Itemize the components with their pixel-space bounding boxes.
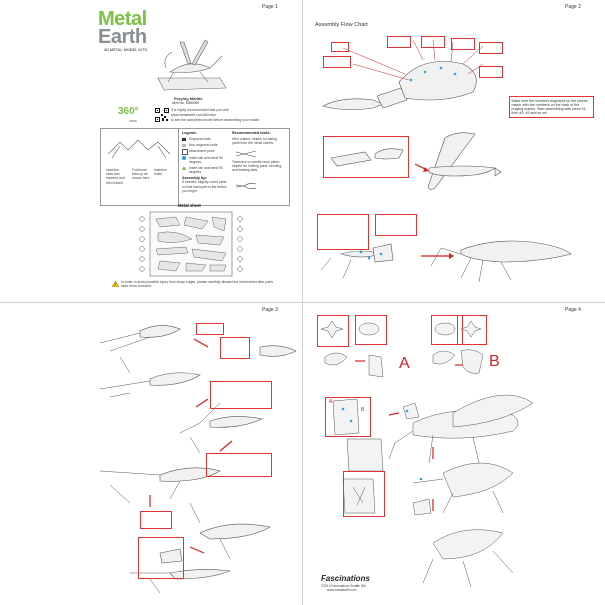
step-detail-1 — [196, 323, 224, 335]
page-number: Page 1 — [262, 4, 278, 10]
step-detail-4 — [206, 453, 272, 477]
legend-insert-tab-2: Insert tab and bend 90 degrees — [182, 166, 227, 174]
page-4-assembly-steps — [303, 303, 605, 605]
flow-chart-title: Assembly Flow Chart — [315, 22, 368, 28]
numbers-callout: Make sure the numbers engraved on the pi… — [509, 96, 594, 118]
fold-label-3: Insertion holes — [154, 168, 174, 176]
part-callout-6 — [479, 42, 503, 54]
legend-item-label: Insert tab and bend 90 degrees — [189, 156, 223, 164]
legend-item-label: Engraved side — [189, 137, 211, 141]
inline-label-a: A — [329, 399, 332, 405]
legend-non-engraved: Non-engraved side — [182, 143, 227, 147]
qr-code-icon[interactable] — [155, 108, 169, 122]
legs-assembly — [311, 208, 581, 290]
legend-item-label: Insert tab and bend 90 degrees — [189, 166, 223, 174]
mantis-model-illustration — [150, 38, 230, 93]
metal-earth-logo: Metal Earth — [98, 10, 147, 46]
part-callout-5 — [451, 38, 475, 50]
engraved-icon — [182, 138, 186, 141]
fold-label-1: Insertion slots and inserted and then fo… — [106, 168, 126, 185]
tools-title: Recommended tools: — [232, 131, 271, 135]
note-line-3: to see the completed model before assemb… — [171, 118, 260, 122]
pliers-icon — [236, 182, 256, 190]
logo-line-2: Earth — [98, 28, 147, 46]
page-number: Page 2 — [565, 4, 581, 10]
legend-list: Engraved side Non-engraved side Attachme… — [182, 137, 227, 193]
tool-cutters: Wire cutters: helpful for taking parts f… — [232, 137, 284, 145]
view-word: VIEW — [129, 119, 137, 123]
part-callout-3 — [387, 36, 411, 48]
step-detail-5 — [140, 511, 172, 529]
wing-assembly — [325, 128, 525, 200]
legend-attachment: Attachment point — [182, 149, 227, 153]
inline-label-b: B — [361, 407, 364, 413]
tagline: 3D METAL MODEL KITS — [104, 48, 147, 52]
fold-label-2: Fold inner tabs up as shown here — [132, 168, 150, 181]
attachment-point-icon — [182, 149, 188, 155]
warning-text: In order to avoid possible injury from s… — [121, 280, 281, 288]
note-line-1: It is highly recommended that you visit — [171, 108, 228, 112]
part-callout-4 — [421, 36, 445, 48]
legend-item-label: Non-engraved side — [189, 143, 218, 147]
legend-title: Legend: — [182, 131, 197, 135]
label-b: B — [489, 353, 500, 371]
wire-cutters-icon — [236, 150, 256, 158]
legend-engraved: Engraved side — [182, 137, 227, 141]
metal-sheet-diagram — [136, 211, 246, 277]
part-callout-2 — [323, 56, 351, 68]
legend-divider — [178, 128, 179, 204]
part-callout-7 — [479, 66, 503, 78]
360-view-badge[interactable]: 360° VIEW — [118, 106, 148, 124]
fold-diagram — [108, 136, 174, 160]
assembly-tip: If needed, slightly round parts so that … — [182, 180, 227, 193]
tool-pliers: Tweezers or needle nose pliers: helpful … — [232, 160, 284, 173]
blue-dot-icon — [182, 156, 186, 160]
note-link[interactable]: www.metalearth.com/360view — [171, 113, 216, 117]
step-detail-3 — [210, 381, 272, 409]
fascinations-logo: Fascinations — [321, 574, 370, 583]
green-triangle-icon — [182, 166, 186, 170]
website-text[interactable]: www.metalearth.com — [327, 588, 357, 592]
legend-item-label: Attachment point — [189, 149, 214, 153]
page-4: Page 4 — [303, 303, 605, 605]
page-1: Page 1 Metal Earth 3D METAL MODEL KITS P… — [0, 0, 302, 302]
page-2: Page 2 Assembly Flow Chart Make sure the… — [303, 0, 605, 302]
warning-icon — [112, 281, 119, 287]
page-3: Page 3 — [0, 303, 302, 605]
metal-sheet-title: Metal sheet — [178, 203, 201, 208]
360-label: 360° — [118, 106, 139, 117]
label-a: A — [399, 355, 410, 373]
legend-insert-tab: Insert tab and bend 90 degrees — [182, 156, 227, 164]
step-detail-2 — [220, 337, 250, 359]
part-callout-1 — [331, 42, 349, 52]
step-detail-6 — [138, 537, 184, 579]
detail-box-legs — [343, 471, 385, 517]
non-engraved-icon — [182, 144, 186, 147]
item-number: Item No. MMS069 — [172, 101, 199, 105]
